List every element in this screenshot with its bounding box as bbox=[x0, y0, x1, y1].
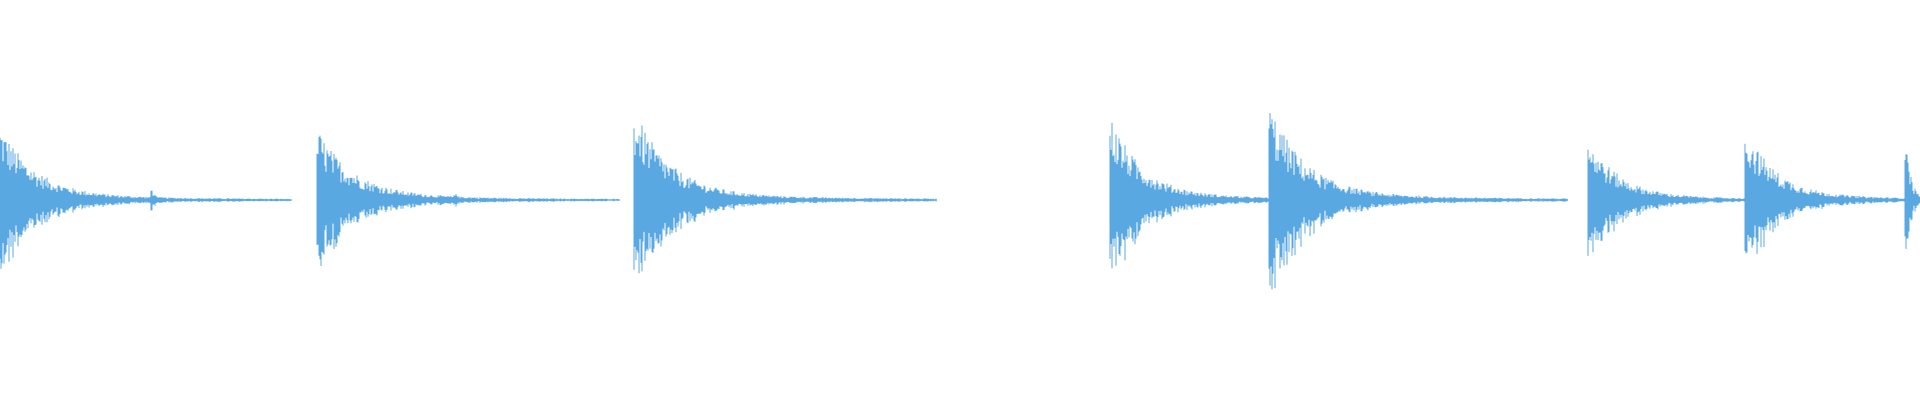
hit-echo bbox=[150, 190, 185, 211]
hit-burst bbox=[1268, 113, 1568, 290]
hit-burst bbox=[0, 137, 292, 269]
waveform-hit-7 bbox=[1744, 143, 1920, 254]
waveform-hit-2 bbox=[316, 135, 620, 266]
hit-echo bbox=[453, 194, 488, 207]
hit-burst bbox=[633, 125, 937, 274]
waveform-hit-5 bbox=[1268, 113, 1568, 290]
hit-echo bbox=[1362, 192, 1397, 209]
waveform-hit-1 bbox=[0, 137, 292, 269]
waveform bbox=[0, 113, 1920, 290]
hit-burst bbox=[1904, 154, 1920, 249]
waveform-hit-8 bbox=[1904, 154, 1920, 249]
waveform-hit-3 bbox=[633, 125, 937, 274]
hit-burst bbox=[1744, 143, 1920, 254]
hit-echo bbox=[755, 195, 790, 205]
hit-burst bbox=[316, 135, 620, 266]
